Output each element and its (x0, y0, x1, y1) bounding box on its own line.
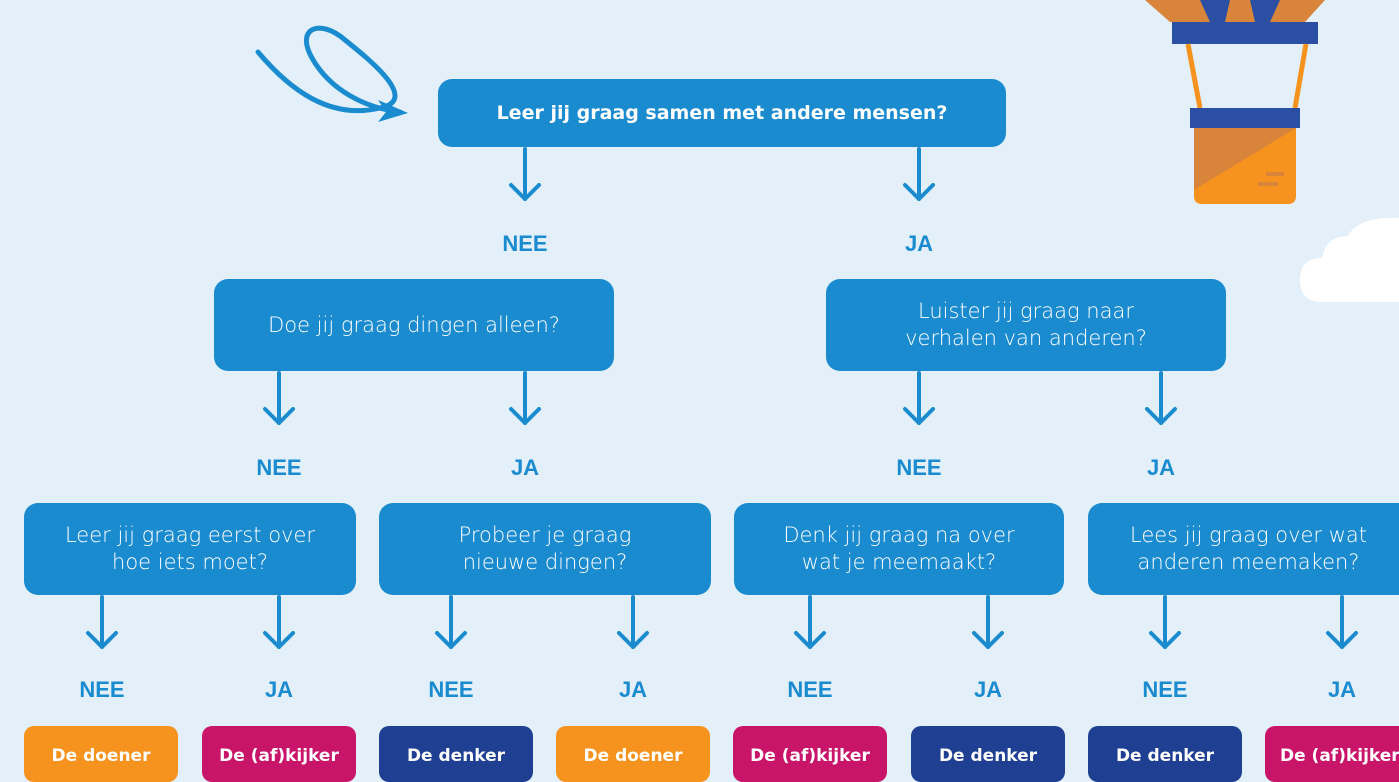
answer-yes-label: JA (264, 677, 294, 702)
question-text: Lees jij graag over wat anderen meemaken… (1130, 523, 1367, 574)
result-denker: De denker (379, 726, 533, 782)
answer-no-label: NEE (428, 677, 474, 702)
arrow-down-icon (86, 595, 118, 649)
result-afkijker: De (af)kijker (733, 726, 887, 782)
question-box-level3-2: Probeer je graag nieuwe dingen? (379, 503, 711, 595)
arrow-down-icon (509, 147, 541, 201)
arrow-down-icon (263, 595, 295, 649)
arrow-down-icon (1149, 595, 1181, 649)
cloud-icon (1300, 217, 1399, 302)
arrow-down-icon (794, 595, 826, 649)
result-denker: De denker (911, 726, 1065, 782)
arrow-down-icon (1326, 595, 1358, 649)
arrow-down-icon (903, 371, 935, 425)
result-doener: De doener (24, 726, 178, 782)
question-box-level3-1: Leer jij graag eerst over hoe iets moet? (24, 503, 356, 595)
question-text: Leer jij graag eerst over hoe iets moet? (64, 523, 316, 574)
question-box-level2-left: Doe jij graag dingen alleen? (214, 279, 614, 371)
arrow-down-icon (263, 371, 295, 425)
result-denker: De denker (1088, 726, 1242, 782)
swirl-arrow-icon (255, 25, 408, 122)
answer-yes-label: JA (1327, 677, 1357, 702)
arrow-down-icon (903, 147, 935, 201)
answer-no-label: NEE (79, 677, 125, 702)
answer-yes-label: JA (618, 677, 648, 702)
question-box-level3-4: Lees jij graag over wat anderen meemaken… (1088, 503, 1399, 595)
answer-yes-label: JA (1146, 455, 1176, 480)
answer-yes-label: JA (973, 677, 1003, 702)
question-box-level3-3: Denk jij graag na over wat je meemaakt? (734, 503, 1064, 595)
question-text: Denk jij graag na over wat je meemaakt? (783, 523, 1015, 574)
arrow-down-icon (435, 595, 467, 649)
answer-no-label: NEE (502, 231, 548, 256)
answer-no-label: NEE (787, 677, 833, 702)
question-text: Luister jij graag naar verhalen van ande… (905, 299, 1147, 350)
question-text: Doe jij graag dingen alleen? (268, 312, 560, 337)
arrow-down-icon (1145, 371, 1177, 425)
result-afkijker: De (af)kijker (1265, 726, 1399, 782)
question-text: Probeer je graag nieuwe dingen? (458, 523, 632, 574)
answer-no-label: NEE (896, 455, 942, 480)
question-box-level2-right: Luister jij graag naar verhalen van ande… (826, 279, 1226, 371)
result-doener: De doener (556, 726, 710, 782)
answer-yes-label: JA (510, 455, 540, 480)
arrow-down-icon (972, 595, 1004, 649)
arrow-down-icon (509, 371, 541, 425)
root-question-box: Leer jij graag samen met andere mensen? (438, 79, 1006, 147)
answer-yes-label: JA (904, 231, 934, 256)
hot-air-balloon-icon (1145, 0, 1325, 204)
arrow-down-icon (617, 595, 649, 649)
answer-no-label: NEE (1142, 677, 1188, 702)
root-question-text: Leer jij graag samen met andere mensen? (496, 101, 948, 124)
answer-no-label: NEE (256, 455, 302, 480)
result-afkijker: De (af)kijker (202, 726, 356, 782)
